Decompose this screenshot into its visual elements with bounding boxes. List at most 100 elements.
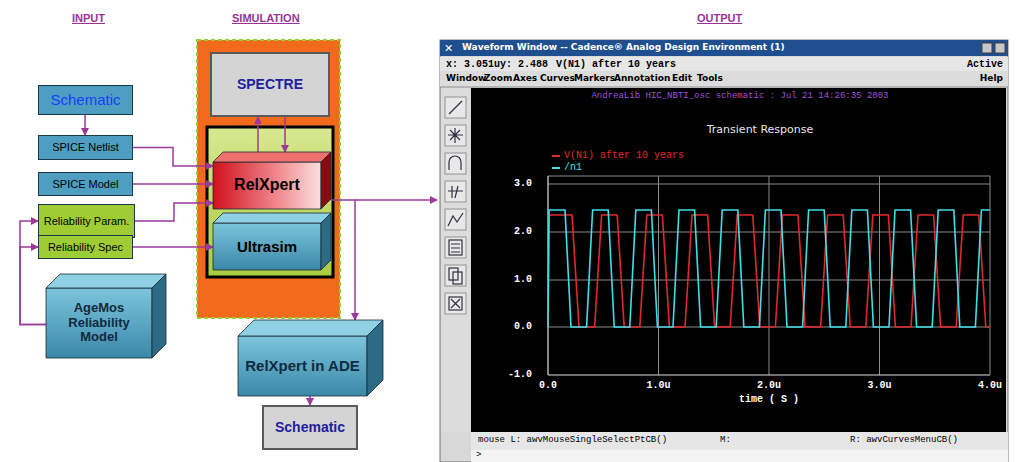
label-text: x: 3.051u (446, 59, 500, 70)
node-label: RelXpert in ADE (245, 357, 359, 374)
node-label: AgeMos Reliability Model (50, 301, 148, 346)
label-text: mouse L: awvMouseSingleSelectPtCB() (478, 436, 667, 446)
connector-arrow (331, 200, 355, 320)
block-front (238, 336, 367, 396)
label-text: 3.0 (514, 178, 532, 189)
node-label: Schematic (50, 91, 120, 108)
block-side (367, 320, 383, 396)
connector-arrow (257, 117, 259, 152)
label-text: y: 2.488 (500, 59, 548, 70)
label-text: Annotation (614, 74, 670, 84)
legend-text: V(N1) after 10 years (564, 150, 684, 161)
block-side (321, 152, 331, 209)
title-bar (440, 40, 1008, 56)
connector-arrow (133, 183, 213, 185)
label-text: 3.0u (867, 380, 891, 391)
window-button (995, 43, 1005, 53)
connector-arrow (133, 246, 213, 248)
waveform-traces (548, 210, 990, 327)
node-label: SPICE Model (52, 178, 118, 191)
label-text: M: (720, 436, 731, 446)
tool-block: RelXpert in ADE (238, 320, 383, 396)
block-front (213, 162, 321, 209)
label-text: V(N1) after 10 years (556, 59, 676, 70)
label-text: Transient Response (707, 124, 814, 136)
node-text-area: Schematic (264, 407, 356, 448)
label-text: Window (446, 74, 486, 84)
prompt-bar (471, 450, 1008, 462)
plot-grid (548, 176, 990, 375)
node-label: SPICE Netlist (52, 141, 119, 154)
label-text: 4.0u (978, 380, 1002, 391)
node-text-area: SPICE Model (39, 173, 132, 195)
block-top (238, 320, 383, 336)
node-text-area: RelXpert (213, 152, 331, 209)
status-bar (471, 432, 1008, 450)
block-top (213, 152, 331, 162)
legend-text: /n1 (564, 162, 582, 173)
legend-swatch (552, 167, 560, 169)
node-text-area: SPICE Netlist (39, 136, 132, 159)
label-text: INPUT (72, 12, 105, 24)
label-text: Markers (574, 74, 615, 84)
window-logo: ✕ (444, 42, 453, 55)
input-box: Schematic (38, 85, 133, 115)
label-text: Axes (513, 74, 537, 84)
label-text: R: awvCurvesMenuCB() (850, 436, 958, 446)
label-text: Tools (697, 74, 723, 84)
tool-bar (441, 88, 470, 432)
node-text-area: RelXpert in ADE (238, 320, 383, 396)
label-text: Waveform Window -- Cadence® Analog Desig… (462, 43, 785, 53)
tool-icons (445, 97, 466, 314)
parameter-box: Reliability Spec (38, 235, 133, 259)
tool-block: RelXpert (213, 152, 331, 209)
menu-bar (440, 71, 1008, 87)
label-text: Edit (672, 74, 692, 84)
separator (440, 87, 1008, 88)
label-text: Curves (540, 74, 575, 84)
node-label: SPECTRE (237, 76, 303, 92)
node-text-area: AgeMos Reliability Model (46, 274, 166, 358)
connector-arrow (133, 148, 213, 167)
label-text: 0.0 (514, 321, 532, 332)
waveform (548, 215, 990, 327)
label-text: > (476, 451, 481, 461)
block-top (213, 213, 331, 223)
block-front (46, 288, 152, 358)
simulator-box: SPECTRE (210, 52, 330, 117)
node-text-area: Reliability Spec (39, 236, 132, 258)
block-side (321, 213, 331, 270)
connector-arrow (284, 117, 286, 152)
node-label: Ultrasim (237, 238, 297, 255)
connector-arrow (84, 115, 86, 135)
parameter-box: Reliability Param. (38, 204, 135, 238)
waveform (548, 210, 990, 327)
connector-arrow (135, 203, 213, 221)
window-frame (440, 40, 1008, 462)
block-side (152, 274, 166, 358)
node-text-area: SPECTRE (212, 54, 328, 115)
label-text: 2.0 (514, 226, 532, 237)
node-label: Schematic (275, 419, 345, 435)
label-text: SIMULATION (232, 12, 300, 24)
plot-area (471, 88, 1006, 432)
label-text: -1.0 (508, 369, 532, 380)
tool-frame (207, 127, 333, 277)
simulation-panel (197, 40, 340, 318)
tool-block: Ultrasim (213, 213, 331, 270)
output-arrow (355, 199, 437, 201)
input-box: SPICE Model (38, 172, 133, 196)
node-text-area: Reliability Param. (39, 205, 134, 237)
label-text: 1.0u (646, 380, 670, 391)
label-text: 0.0 (539, 380, 557, 391)
legend-swatch (552, 155, 560, 157)
node-label: RelXpert (234, 176, 300, 194)
label-text: 1.0 (514, 274, 532, 285)
block-front (213, 223, 321, 270)
label-text: time ( S ) (739, 394, 799, 405)
node-label: Reliability Param. (44, 215, 130, 228)
output-box: Schematic (262, 405, 358, 450)
coordinate-bar (440, 57, 1008, 71)
label-text: AndreaLib HIC_NBTI_osc schematic : Jul 2… (591, 92, 888, 102)
node-text-area: Ultrasim (213, 213, 331, 270)
